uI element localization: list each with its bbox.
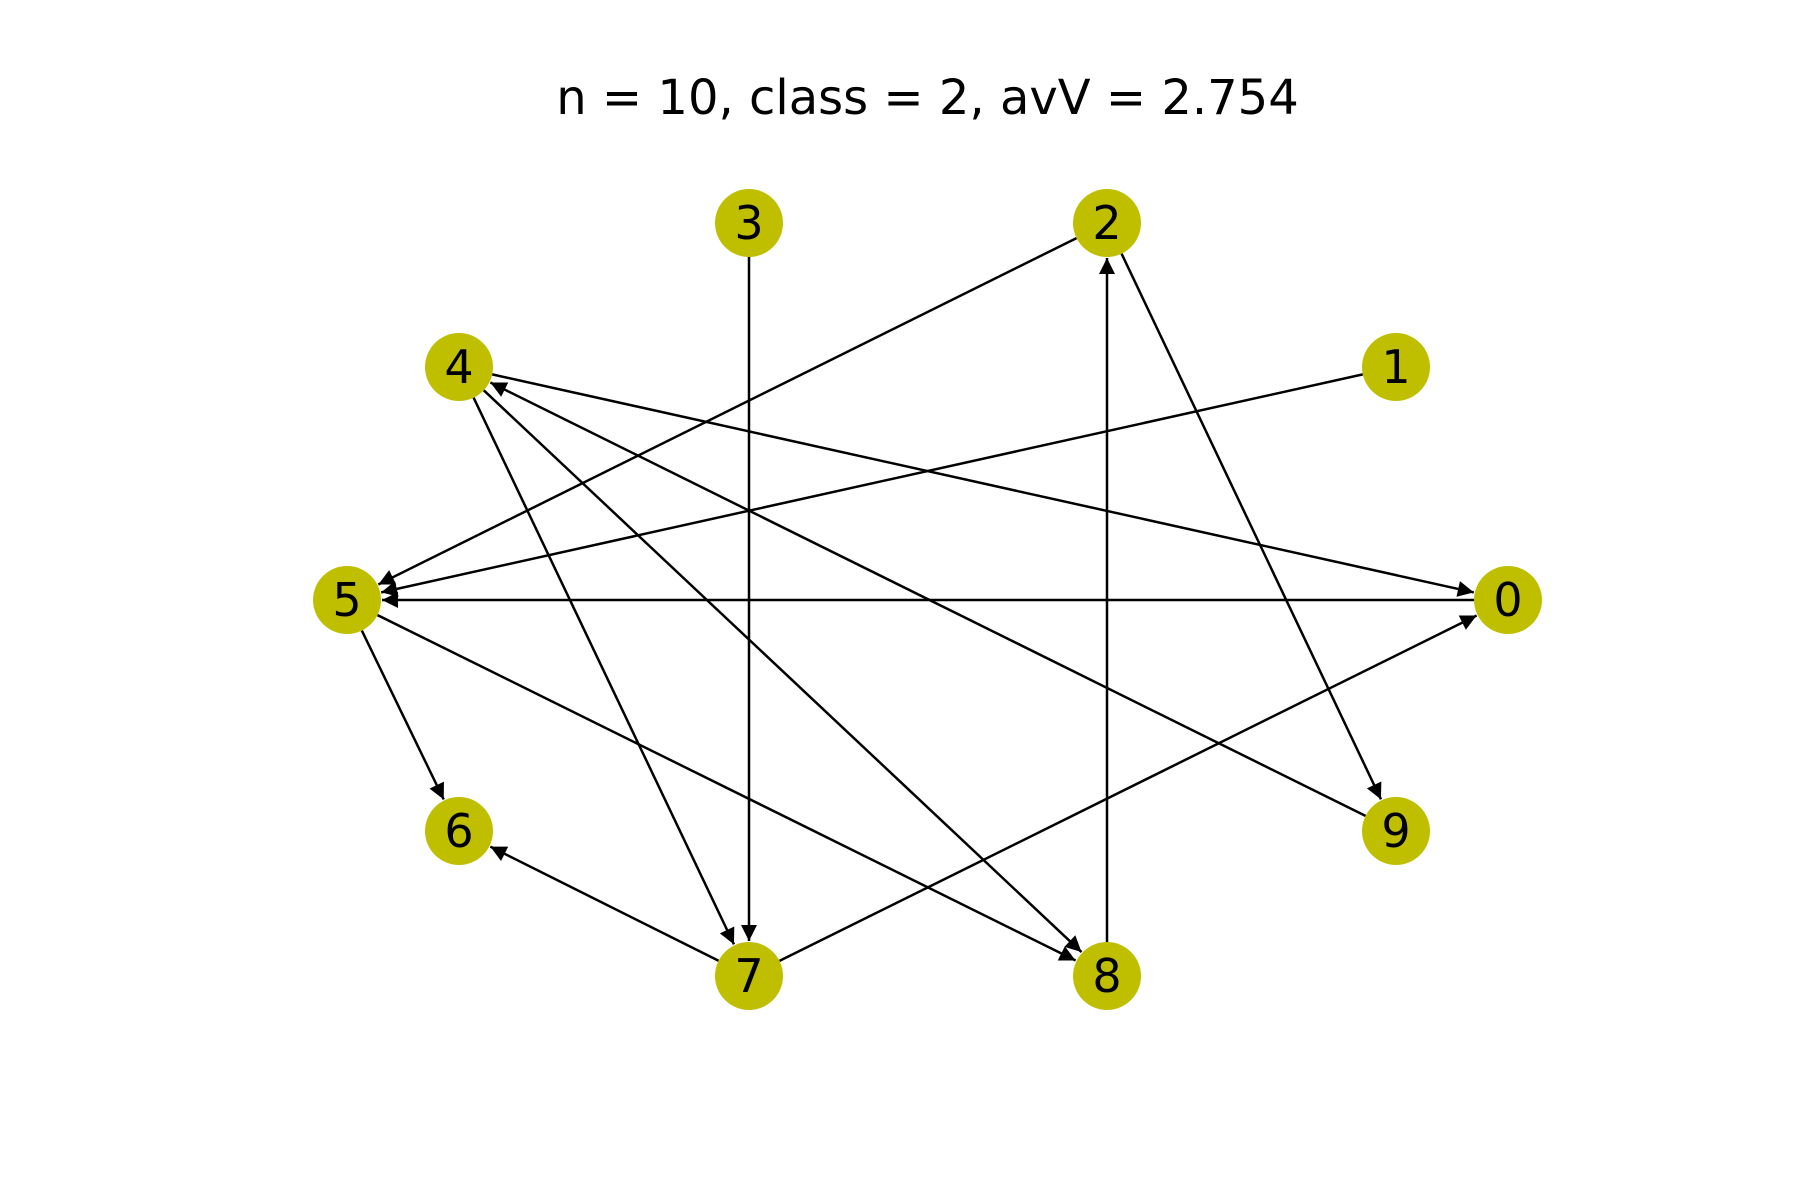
node-circle bbox=[1474, 566, 1542, 634]
node-label: 9 bbox=[1381, 804, 1410, 858]
node-4: 4 bbox=[425, 333, 493, 401]
node-circle bbox=[715, 942, 783, 1010]
node-label: 6 bbox=[444, 804, 473, 858]
node-5: 5 bbox=[313, 566, 381, 634]
edge-7-to-0 bbox=[778, 614, 1478, 963]
node-circle bbox=[1362, 333, 1430, 401]
edge-2-to-9 bbox=[1120, 253, 1383, 800]
node-circle bbox=[425, 797, 493, 865]
node-label: 7 bbox=[734, 949, 763, 1003]
edge-5-to-8 bbox=[376, 613, 1077, 962]
node-circle bbox=[715, 189, 783, 257]
node-circle bbox=[1362, 797, 1430, 865]
node-0: 0 bbox=[1474, 566, 1542, 634]
node-circle bbox=[1073, 942, 1141, 1010]
node-label: 0 bbox=[1493, 573, 1522, 627]
node-label: 2 bbox=[1092, 196, 1121, 250]
graph-title: n = 10, class = 2, avV = 2.754 bbox=[556, 70, 1299, 126]
node-9: 9 bbox=[1362, 797, 1430, 865]
edge-2-to-5 bbox=[377, 236, 1078, 586]
node-8: 8 bbox=[1073, 942, 1141, 1010]
node-label: 3 bbox=[734, 196, 763, 250]
edge-4-to-0 bbox=[491, 373, 1475, 597]
edge-5-to-6 bbox=[360, 630, 445, 801]
node-label: 1 bbox=[1381, 340, 1410, 394]
node-1: 1 bbox=[1362, 333, 1430, 401]
node-circle bbox=[313, 566, 381, 634]
node-label: 5 bbox=[332, 573, 361, 627]
node-label: 8 bbox=[1092, 949, 1121, 1003]
node-3: 3 bbox=[715, 189, 783, 257]
edge-7-to-6 bbox=[489, 845, 720, 962]
edge-4-to-7 bbox=[472, 397, 736, 945]
node-circle bbox=[1073, 189, 1141, 257]
edge-4-to-8 bbox=[482, 389, 1083, 953]
node-2: 2 bbox=[1073, 189, 1141, 257]
node-circle bbox=[425, 333, 493, 401]
node-7: 7 bbox=[715, 942, 783, 1010]
nodes-layer: 0 1 2 3 4 5 6 7 8 9 bbox=[313, 189, 1542, 1010]
edges-layer bbox=[360, 236, 1478, 963]
node-label: 4 bbox=[444, 340, 473, 394]
node-6: 6 bbox=[425, 797, 493, 865]
edge-1-to-5 bbox=[380, 373, 1364, 597]
